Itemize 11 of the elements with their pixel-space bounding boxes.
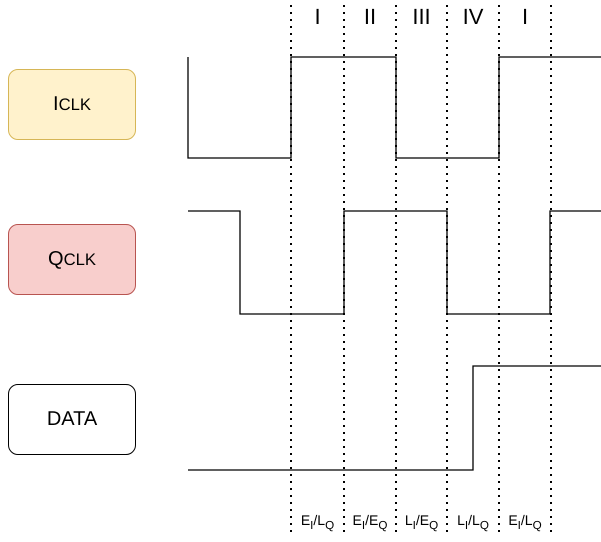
phase-numeral: II xyxy=(364,4,376,30)
phase-numeral: I xyxy=(522,4,528,30)
phase-numeral: I xyxy=(314,4,321,30)
phase-state-label: E$_{I}$/L$_{Q}$ xyxy=(300,512,334,532)
phase-numeral: III xyxy=(412,4,431,30)
phase-state-label: E$_{I}$/E$_{Q}$ xyxy=(352,512,388,532)
phase-state-label: L$_{I}$/E$_{Q}$ xyxy=(404,512,438,532)
phase-state-label: E$_{I}$/L$_{Q}$ xyxy=(508,512,542,532)
phase-numeral: IV xyxy=(462,4,484,30)
signal-label-box: DATA xyxy=(8,384,136,455)
phase-state-label: L$_{I}$/L$_{Q}$ xyxy=(457,512,489,532)
